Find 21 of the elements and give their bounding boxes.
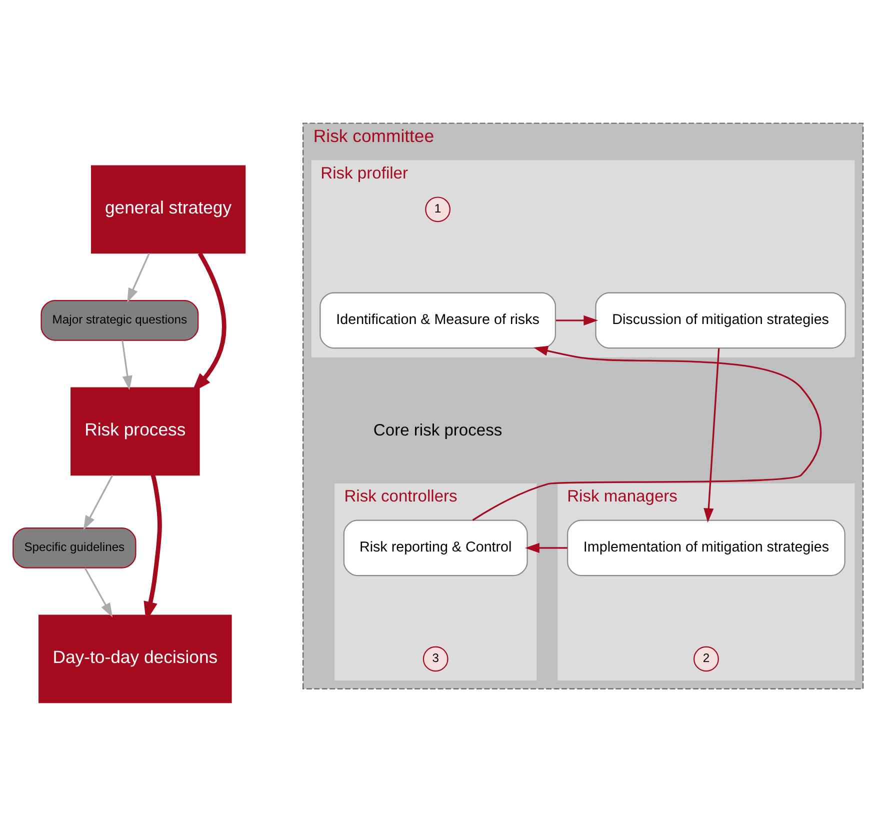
arrow (704, 348, 720, 523)
arrow (556, 315, 598, 326)
arrow (83, 474, 114, 530)
arrow (472, 346, 822, 521)
node-box: Risk process (70, 387, 200, 476)
node-circle: 3 (422, 646, 448, 672)
node-box: Discussion of mitigation strategies (595, 292, 846, 349)
label: Core risk process (373, 420, 502, 440)
arrow (84, 568, 113, 618)
node-box: Day-to-day decisions (38, 614, 232, 704)
node-circle: 2 (694, 646, 719, 672)
node-box: Major strategic questions (40, 300, 199, 341)
arrow (127, 252, 150, 303)
node-box: Risk reporting & Control (343, 520, 528, 576)
node-box: general strategy (90, 165, 246, 254)
node-box: Implementation of mitigation strategies (567, 520, 846, 576)
arrow (525, 542, 568, 553)
node-box: Identification & Measure of risks (320, 292, 556, 349)
node-box: Specific guidelines (12, 528, 136, 568)
arrow (122, 340, 132, 390)
node-circle: 1 (425, 196, 450, 222)
